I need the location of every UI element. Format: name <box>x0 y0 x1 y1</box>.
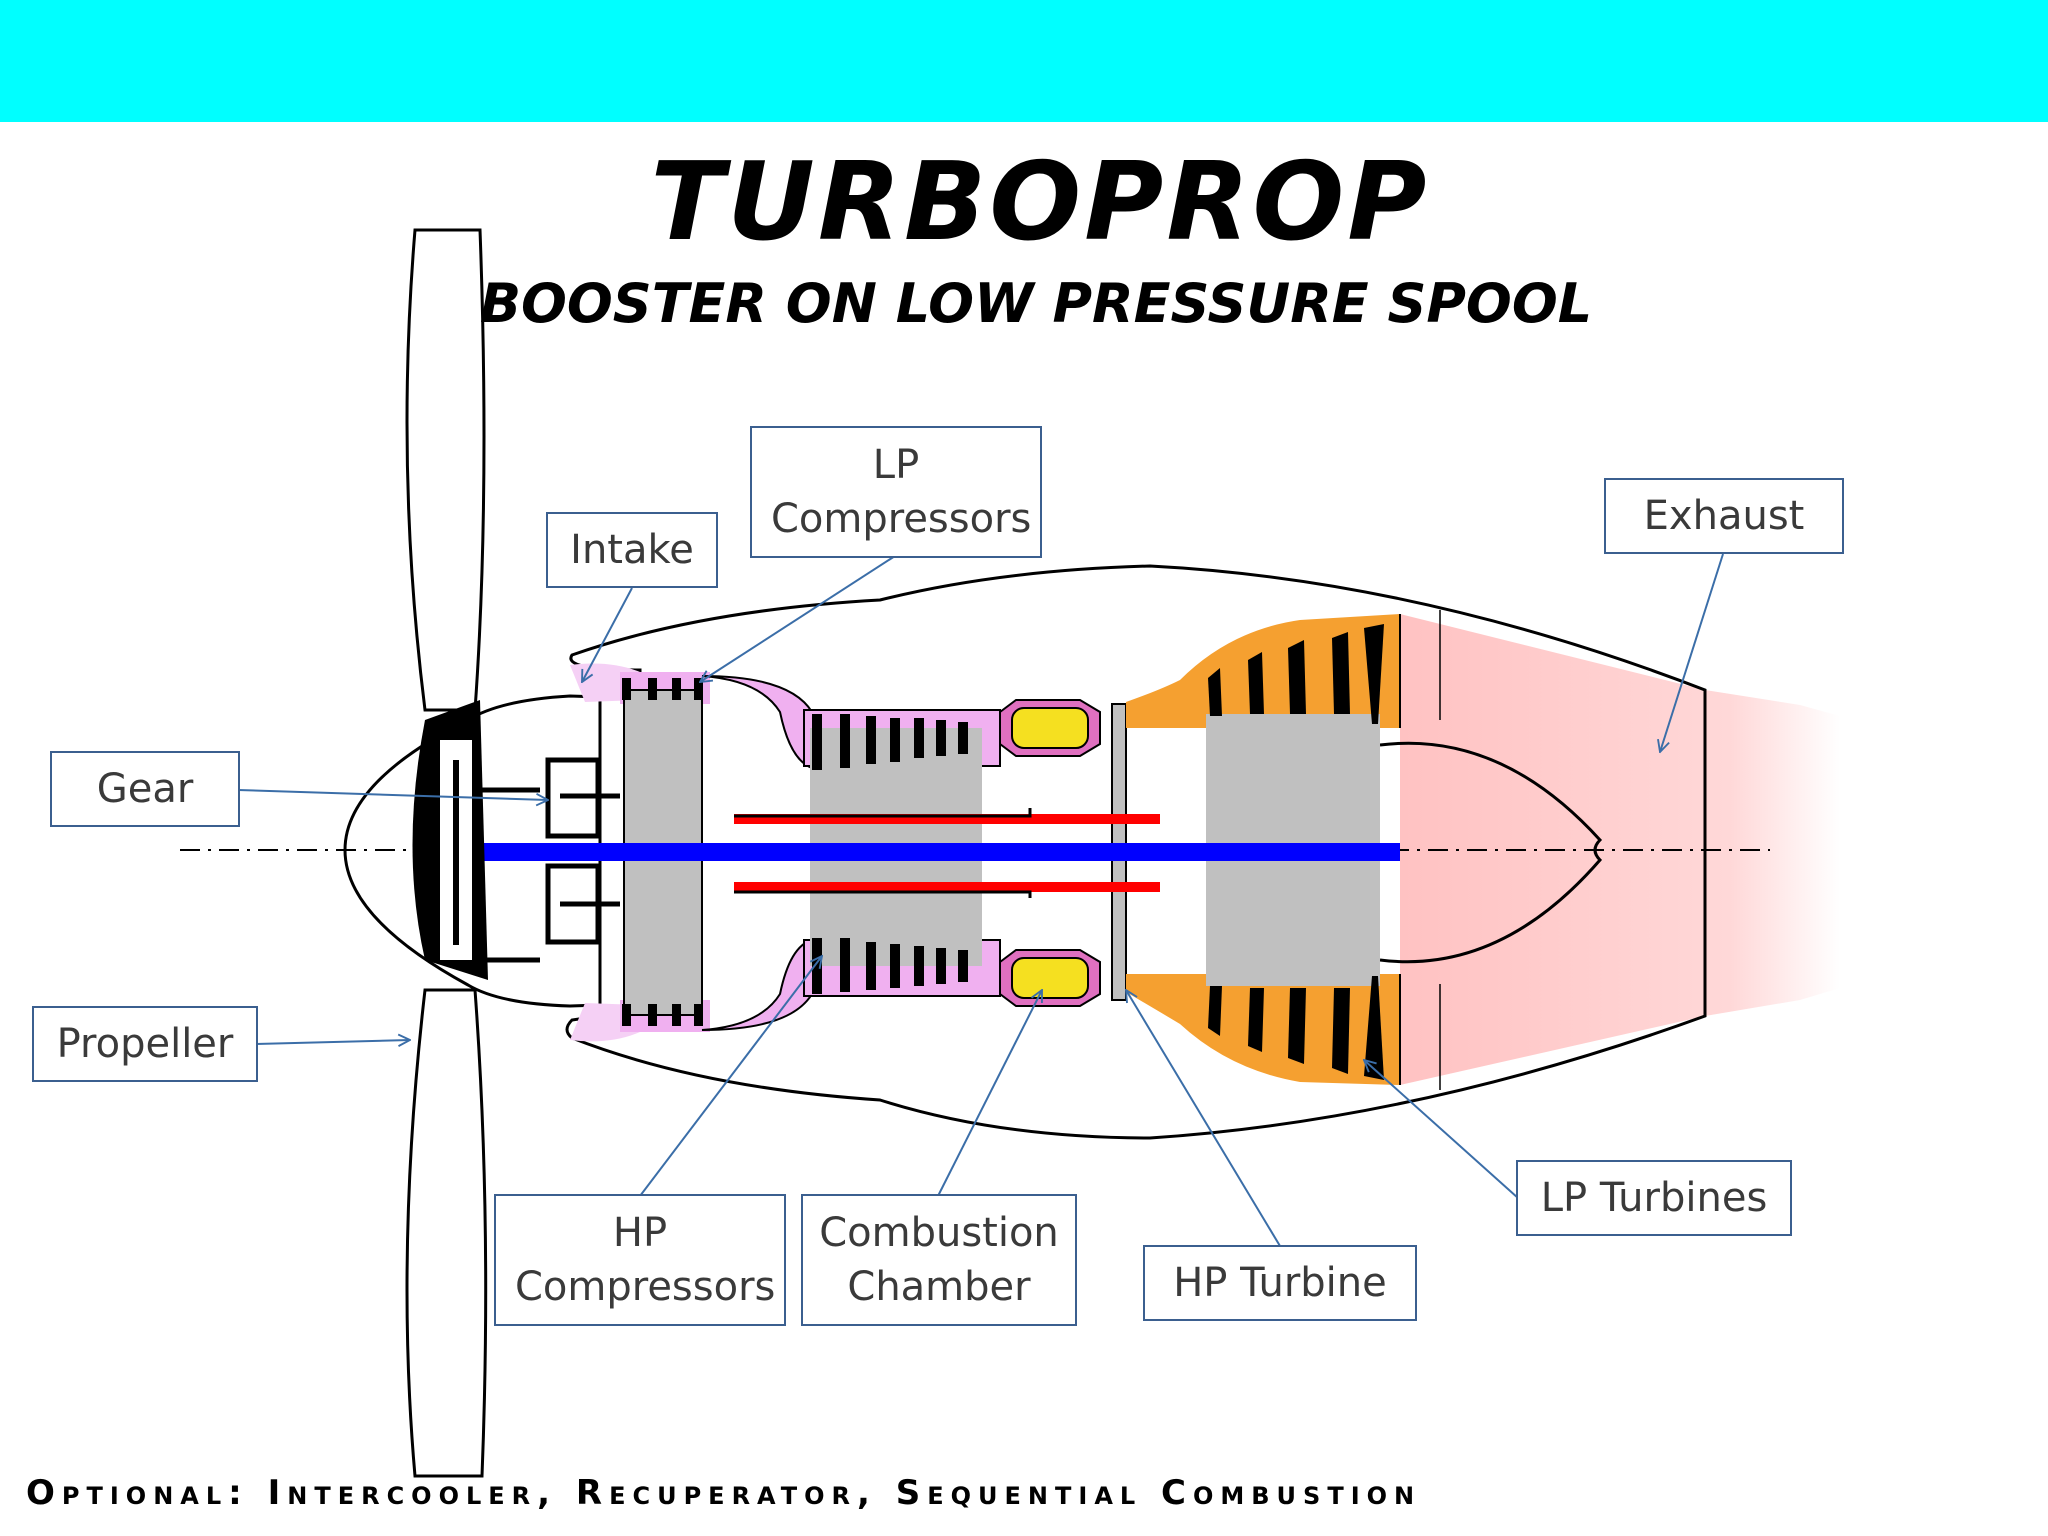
hp-compressors-label-text: HP Compressors <box>515 1210 776 1310</box>
nacelle-outline <box>565 564 1707 1140</box>
intake-label: Intake <box>546 512 718 588</box>
propeller-blade-lower <box>405 988 488 1478</box>
hp-shaft-lower <box>734 882 1160 892</box>
hp-shaft-link-upper <box>734 808 1032 818</box>
top-banner <box>0 0 2048 122</box>
page-subtitle: BOOSTER ON LOW PRESSURE SPOOL <box>479 272 1593 335</box>
lp-turbines-label-text: LP Turbines <box>1540 1175 1768 1221</box>
gear-label-text: Gear <box>96 766 194 812</box>
intake-label-text: Intake <box>570 527 694 573</box>
propeller-label-text: Propeller <box>56 1021 234 1067</box>
lp-turbine-blades <box>1208 624 1384 1080</box>
lp-shaft <box>444 843 1400 861</box>
hp-shaft-link-lower <box>734 890 1032 898</box>
turbine-lower-casing <box>1126 974 1400 1085</box>
duct-upper <box>701 675 813 770</box>
combustion-chamber-label-text: Combustion Chamber <box>819 1210 1059 1310</box>
hp-turbine-label-text: HP Turbine <box>1173 1260 1387 1306</box>
spinner-body <box>343 694 602 1008</box>
lp-turbines-label: LP Turbines <box>1516 1160 1792 1236</box>
page-title: TURBOPROP <box>650 140 1430 265</box>
propeller-label: Propeller <box>32 1006 258 1082</box>
turbine-upper-casing <box>1126 614 1400 728</box>
combustion-chamber-label: Combustion Chamber <box>801 1194 1077 1326</box>
footer-note: Optional: Intercooler, Recuperator, Sequ… <box>26 1473 1422 1513</box>
lp-compressor-blades <box>622 678 703 1026</box>
hp-shaft-upper <box>734 814 1160 824</box>
lp-compressors-label: LP Compressors <box>750 426 1042 558</box>
exhaust-label-text: Exhaust <box>1643 493 1805 539</box>
hp-turbine-label: HP Turbine <box>1143 1245 1417 1321</box>
gear-label: Gear <box>50 751 240 827</box>
duct-lower <box>701 938 813 1031</box>
exhaust-plume <box>1400 614 1840 1085</box>
combustor-lower-liner <box>1011 957 1089 999</box>
lp-compressors-label-text: LP Compressors <box>771 442 1032 542</box>
hp-compressors-label: HP Compressors <box>494 1194 786 1326</box>
combustor-upper-liner <box>1011 707 1089 749</box>
leader-lines <box>237 553 1724 1247</box>
exhaust-label: Exhaust <box>1604 478 1844 554</box>
